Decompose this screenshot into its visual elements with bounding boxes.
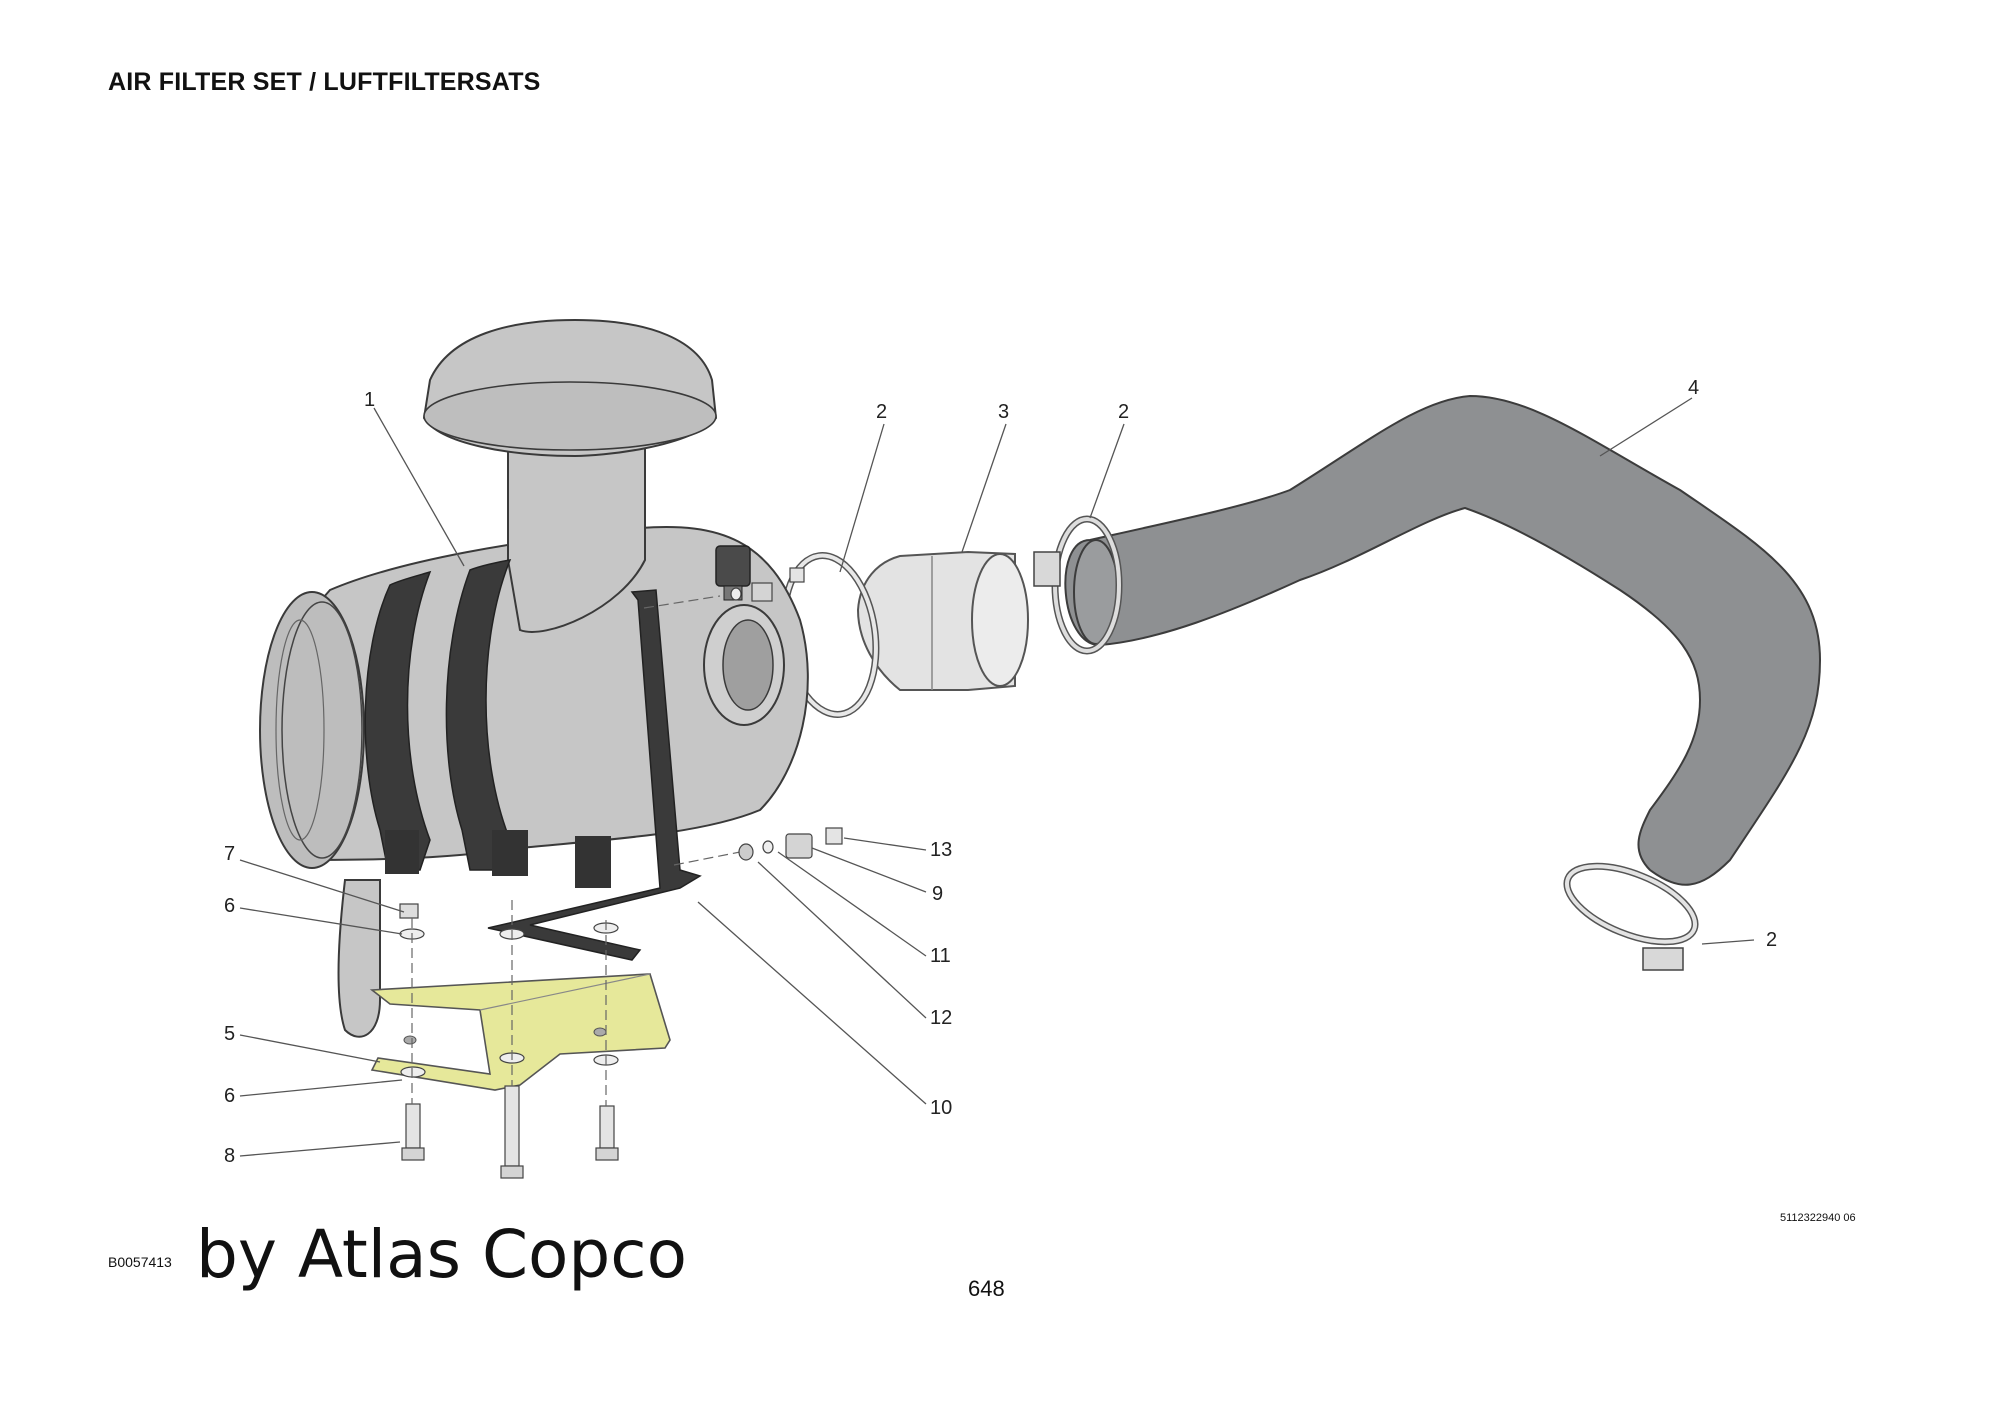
callout-7: 7: [224, 843, 235, 865]
callout-9: 9: [932, 883, 943, 905]
mounting-bracket-part-5: [369, 973, 671, 1091]
callout-3: 3: [998, 401, 1009, 423]
intake-hose-part-4: [1064, 394, 1822, 886]
callout-12: 12: [930, 1007, 952, 1029]
callout-2-mid: 2: [1118, 401, 1129, 423]
page-number: 648: [968, 1276, 1005, 1301]
mounting-straps: [364, 559, 611, 888]
drawing-reference: 5112322940 06: [1780, 1212, 1856, 1224]
callout-2-left: 2: [876, 401, 887, 423]
document-code: B0057413: [108, 1254, 172, 1270]
hose-clamp-part-2-bottom: [1563, 862, 1699, 971]
page-title: AIR FILTER SET / LUFTFILTERSATS: [108, 68, 541, 96]
hardware-parts: [399, 567, 843, 1179]
adapter-sleeve-part-3: [856, 550, 1029, 691]
callout-5: 5: [224, 1023, 235, 1045]
callout-10: 10: [930, 1097, 952, 1119]
callout-11: 11: [930, 945, 951, 967]
callout-13: 13: [930, 839, 952, 861]
callout-6-top: 6: [224, 895, 235, 917]
bolt-part-8: [401, 1085, 619, 1179]
callout-6-bottom: 6: [224, 1085, 235, 1107]
callout-1: 1: [364, 389, 375, 411]
callout-labels: 1 2 3 2 4 13 9 11 12 10 2 7 6 5 6 8: [224, 377, 1777, 1167]
callout-2-bottom: 2: [1766, 929, 1777, 951]
callout-4: 4: [1688, 377, 1699, 399]
hose-clamp-part-2-right: [1033, 515, 1123, 655]
leader-lines: [239, 397, 1755, 1157]
brand-watermark: by Atlas Copco: [196, 1216, 687, 1293]
support-arm-part-10: [487, 589, 702, 961]
callout-8: 8: [224, 1145, 235, 1167]
